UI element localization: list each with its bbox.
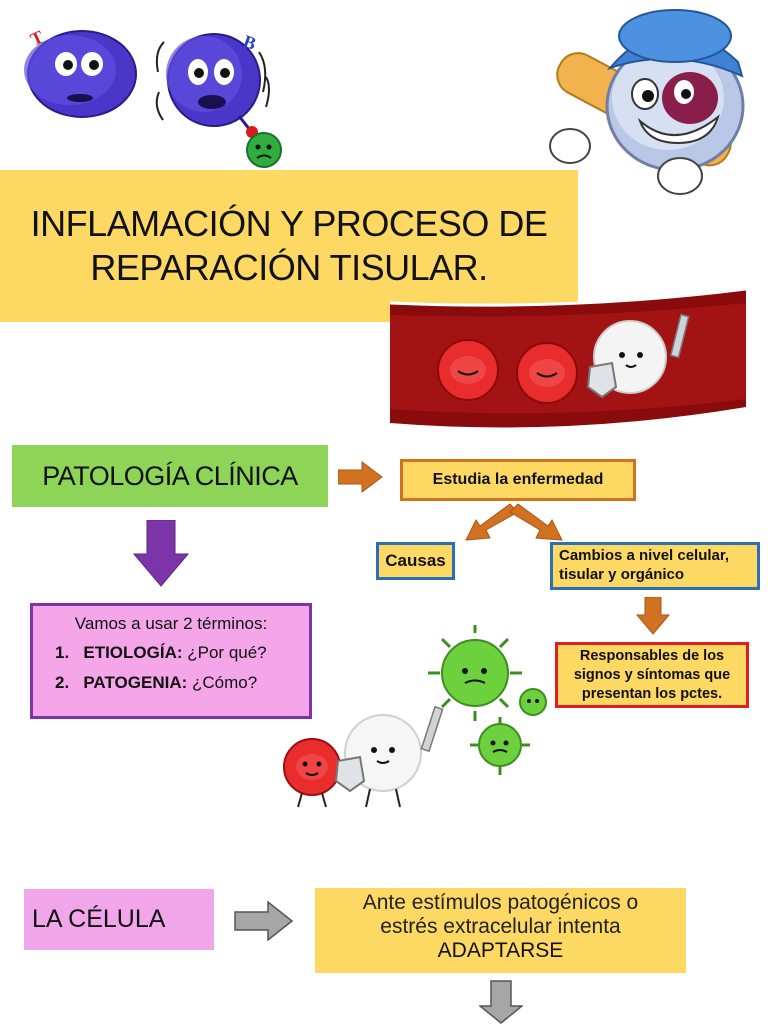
arrow-right-icon — [338, 461, 383, 493]
term-patogenia-desc: ¿Cómo? — [187, 673, 258, 692]
adaptarse-box: Ante estímulos patogénicos o estrés extr… — [315, 888, 686, 973]
term-patogenia: PATOGENIA: — [83, 673, 188, 692]
ante-line-1: Ante estímulos patogénicos o — [362, 891, 639, 914]
b-cell-letter: B — [241, 31, 259, 54]
cells-vs-viruses-illustration — [283, 625, 547, 808]
term-item-patogenia: 2. PATOGENIA: ¿Cómo? — [33, 668, 309, 698]
la-celula-box: LA CÉLULA — [24, 889, 214, 950]
term-etiologia-desc: ¿Por qué? — [182, 643, 267, 662]
estudia-enfermedad-box: Estudia la enfermedad — [400, 459, 636, 501]
patologia-clinica-box: PATOLOGÍA CLÍNICA — [12, 445, 328, 507]
cambios-label: Cambios a nivel celular, tisular y orgán… — [559, 547, 730, 583]
title-line-1: INFLAMACIÓN Y PROCESO DE — [30, 203, 548, 244]
responsables-label: Responsables de los signos y síntomas qu… — [573, 648, 731, 702]
title-banner: INFLAMACIÓN Y PROCESO DE REPARACIÓN TISU… — [0, 170, 578, 322]
arrow-down-orange-icon — [636, 597, 670, 635]
split-arrows-icon — [465, 503, 563, 541]
causas-label: Causas — [385, 551, 446, 570]
causas-box: Causas — [376, 542, 455, 580]
terminos-box: Vamos a usar 2 términos: 1. ETIOLOGÍA: ¿… — [30, 603, 312, 719]
arrow-down-purple-icon — [133, 520, 189, 587]
blood-vessel-illustration — [390, 287, 746, 428]
responsables-box: Responsables de los signos y síntomas qu… — [555, 642, 749, 708]
estudia-enfermedad-label: Estudia la enfermedad — [432, 471, 604, 488]
arrow-down-gray-icon — [479, 980, 523, 1024]
term-etiologia: ETIOLOGÍA: — [83, 643, 183, 662]
macrophage-baseball-illustration — [549, 9, 745, 195]
la-celula-label: LA CÉLULA — [32, 905, 166, 933]
terminos-lead: Vamos a usar 2 términos: — [74, 614, 268, 633]
cambios-box: Cambios a nivel celular, tisular y orgán… — [550, 542, 760, 590]
term-item-2-number: 2. — [55, 673, 70, 692]
arrow-right-gray-icon — [234, 900, 294, 942]
adaptarse-label: ADAPTARSE — [437, 939, 564, 962]
ante-line-2: estrés extracelular intenta — [380, 915, 621, 938]
patologia-clinica-label: PATOLOGÍA CLÍNICA — [42, 460, 298, 491]
lymphocytes-illustration: T B — [24, 26, 282, 168]
title-line-2: REPARACIÓN TISULAR. — [90, 247, 488, 288]
term-item-1-number: 1. — [55, 643, 70, 662]
term-item-etiologia: 1. ETIOLOGÍA: ¿Por qué? — [33, 638, 309, 668]
